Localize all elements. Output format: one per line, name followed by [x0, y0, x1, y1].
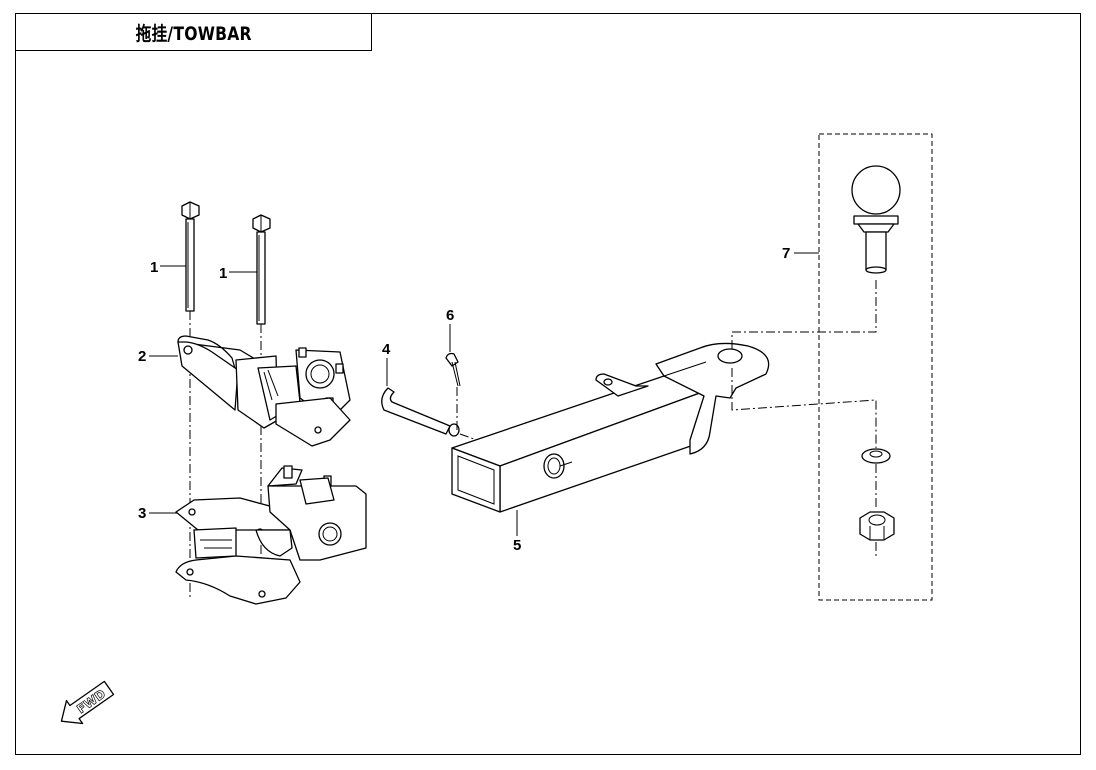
bolt-right	[252, 214, 271, 325]
callout-2: 2	[138, 348, 146, 365]
callout-3: 3	[138, 505, 146, 522]
drawing-frame	[15, 13, 1081, 755]
callout-1b: 1	[219, 265, 227, 282]
hitch-ball	[851, 165, 901, 274]
fwd-arrow-icon: FWD	[60, 680, 115, 725]
upper-bracket	[177, 335, 351, 447]
callout-4: 4	[382, 341, 391, 358]
cotter-pin	[445, 352, 461, 387]
callout-5: 5	[513, 537, 521, 554]
ball-centerline-top	[731, 280, 877, 350]
part-7-group-box	[818, 133, 933, 601]
mount-bracket	[175, 465, 367, 605]
bolt-left	[181, 201, 200, 312]
callout-7: 7	[782, 245, 790, 262]
callout-6: 6	[446, 307, 454, 324]
hitch-pin	[381, 387, 460, 437]
title-box: 拖挂/TOWBAR	[15, 13, 372, 51]
ball-centerline-bottom	[731, 368, 877, 448]
hex-nut	[859, 511, 895, 541]
diagram-title: 拖挂/TOWBAR	[135, 22, 252, 45]
lock-washer	[861, 448, 891, 464]
receiver-tube	[451, 342, 770, 513]
callout-1a: 1	[150, 259, 158, 276]
